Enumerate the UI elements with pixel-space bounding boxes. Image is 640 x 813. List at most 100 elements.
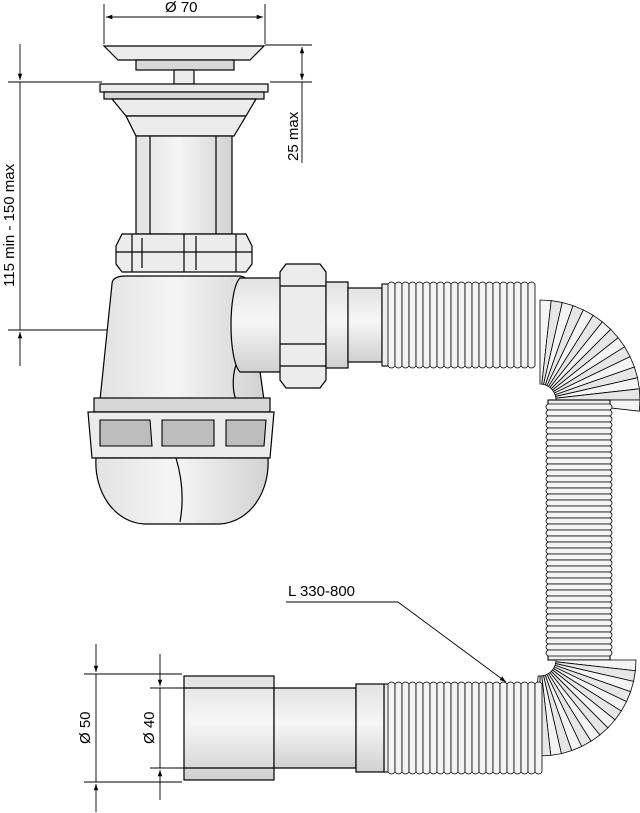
hose-rib — [394, 281, 403, 369]
total-height-label: 115 min - 150 max — [1, 163, 18, 287]
hose-upper-section — [381, 281, 536, 369]
bottom-cup — [87, 411, 275, 525]
hose-rib — [545, 637, 613, 645]
hose-rib — [478, 281, 487, 369]
hose-rib — [527, 681, 536, 775]
hose-rib — [408, 281, 417, 369]
hose-vertical-section — [545, 399, 613, 661]
hose-rib — [545, 535, 613, 543]
hose-lower-section — [383, 681, 543, 775]
hose-rib — [429, 681, 438, 775]
hose-rib — [513, 681, 522, 775]
hose-rib — [545, 403, 613, 411]
hose-rib — [513, 281, 522, 369]
hose-rib — [545, 589, 613, 597]
hose-rib — [492, 681, 501, 775]
hose-bend-rib — [555, 388, 640, 401]
hose-rib — [545, 499, 613, 507]
hose-upper-bend — [539, 299, 640, 412]
hose-rib — [545, 547, 613, 555]
hose-rib — [545, 643, 613, 651]
hose-rib — [545, 421, 613, 429]
hose-rib — [545, 427, 613, 435]
hose-rib — [545, 511, 613, 519]
hose-rib — [464, 681, 473, 775]
hose-rib — [545, 463, 613, 471]
hose-rib — [457, 681, 466, 775]
hose-rib — [429, 281, 438, 369]
hose-rib — [545, 541, 613, 549]
hose-rib — [520, 281, 529, 369]
hose-rib — [545, 613, 613, 621]
flange-height-dimension: 25 max — [265, 44, 312, 163]
hose-length-label: L 330-800 — [288, 583, 355, 600]
hose-rib — [545, 553, 613, 561]
hose-rib — [545, 595, 613, 603]
hose-rib — [545, 517, 613, 525]
flexible-hose — [381, 281, 640, 775]
outlet-inner-label: Ø 40 — [141, 711, 158, 744]
hose-rib — [506, 681, 515, 775]
hose-rib — [545, 649, 613, 657]
hose-rib — [545, 409, 613, 417]
hose-rib — [443, 281, 452, 369]
hose-rib — [545, 451, 613, 459]
hose-rib — [545, 607, 613, 615]
hose-rib — [545, 445, 613, 453]
hose-rib — [534, 681, 543, 775]
outlet-pipe — [183, 675, 385, 781]
hose-rib — [387, 681, 396, 775]
hose-rib — [545, 565, 613, 573]
hose-rib — [415, 281, 424, 369]
hose-rib — [401, 681, 410, 775]
hose-rib — [545, 481, 613, 489]
hose-rib — [545, 583, 613, 591]
hose-rib — [520, 681, 529, 775]
hose-rib — [545, 487, 613, 495]
hose-rib — [492, 281, 501, 369]
hose-rib — [436, 681, 445, 775]
outlet-outer-dimension: Ø 50 — [77, 644, 182, 812]
hose-rib — [506, 281, 515, 369]
hose-rib — [545, 415, 613, 423]
hose-length-callout: L 330-800 — [286, 583, 507, 683]
hose-rib — [545, 469, 613, 477]
hose-rib — [471, 281, 480, 369]
hose-rib — [408, 681, 417, 775]
hose-rib — [457, 281, 466, 369]
hose-rib — [499, 281, 508, 369]
hose-rib — [485, 681, 494, 775]
hose-rib — [545, 577, 613, 585]
vertical-pipe — [135, 135, 233, 235]
top-diameter-label: Ø 70 — [165, 0, 198, 16]
outlet-inner-dimension: Ø 40 — [141, 654, 184, 800]
hose-rib — [471, 681, 480, 775]
flange-height-label: 25 max — [285, 111, 302, 161]
hose-rib — [394, 681, 403, 775]
hose-lower-bend — [528, 659, 637, 757]
hose-rib — [443, 681, 452, 775]
hose-rib — [387, 281, 396, 369]
hose-rib — [545, 493, 613, 501]
hose-rib — [422, 281, 431, 369]
hose-rib — [499, 681, 508, 775]
hose-rib — [545, 475, 613, 483]
pipe-nut — [115, 233, 253, 273]
outlet-outer-label: Ø 50 — [77, 711, 94, 744]
hose-rib — [422, 681, 431, 775]
strainer-plate — [102, 45, 266, 85]
flange — [99, 83, 269, 137]
hose-rib — [436, 281, 445, 369]
hose-rib — [527, 281, 536, 369]
hose-rib — [478, 681, 487, 775]
hose-rib — [545, 619, 613, 627]
hose-rib — [545, 601, 613, 609]
hose-rib — [545, 625, 613, 633]
hose-rib — [415, 681, 424, 775]
hose-rib — [545, 571, 613, 579]
hose-rib — [545, 433, 613, 441]
hose-rib — [450, 681, 459, 775]
hose-rib — [401, 281, 410, 369]
hose-rib — [450, 281, 459, 369]
